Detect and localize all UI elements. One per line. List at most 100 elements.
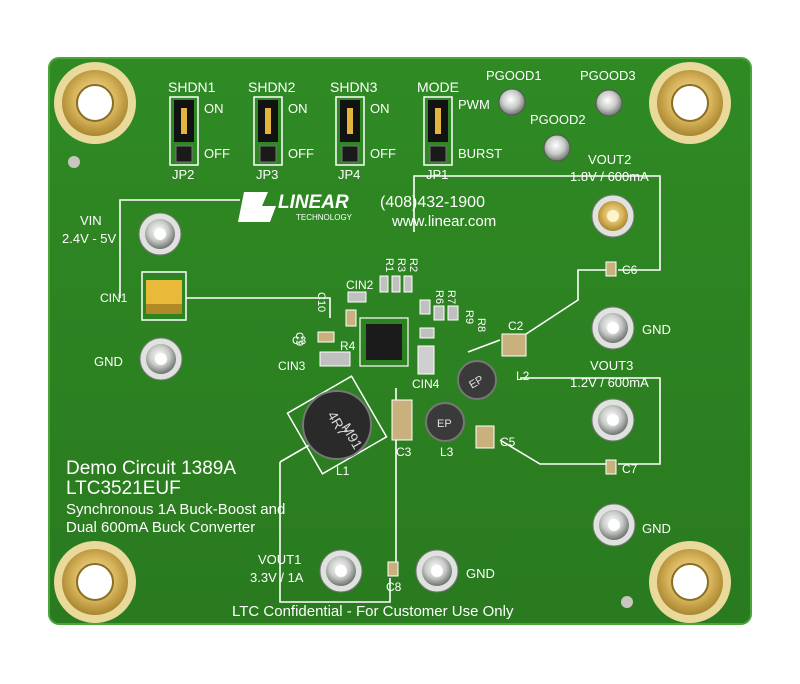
testpoint-pgood2[interactable]: PGOOD2	[530, 112, 586, 162]
terminal-gnd-r2[interactable]: GND	[592, 503, 671, 547]
desc-line2: LTC3521EUF	[66, 478, 181, 499]
footer-notice: LTC Confidential - For Customer Use Only	[232, 603, 514, 620]
desc-line4: Dual 600mA Buck Converter	[66, 519, 255, 536]
testpoint-label: PGOOD1	[486, 68, 542, 83]
refdes-cin3: CIN3	[278, 359, 306, 373]
refdes-r9: R9	[463, 310, 475, 324]
terminal-label: GND	[466, 566, 495, 581]
terminal-value: 3.3V / 1A	[250, 570, 304, 585]
fiducial-right	[621, 596, 633, 608]
jumper-on-label: ON	[288, 101, 308, 116]
terminal-vout2[interactable]: VOUT2 1.8V / 600mA	[570, 152, 649, 238]
refdes-r1: R1	[383, 258, 395, 272]
terminal-label: GND	[642, 322, 671, 337]
terminal-label: GND	[94, 354, 123, 369]
jumper-refdes: JP3	[256, 167, 278, 182]
desc-line1: Demo Circuit 1389A	[66, 458, 236, 479]
jumper-on-label: ON	[204, 101, 224, 116]
board-description: Demo Circuit 1389A LTC3521EUF Synchronou…	[66, 458, 285, 536]
terminal-vout1[interactable]: VOUT1 3.3V / 1A	[250, 549, 363, 593]
refdes-c8: C8	[386, 580, 402, 594]
l3-marking: EP	[437, 418, 452, 430]
inductor-l2: EP L2	[457, 360, 530, 400]
mount-hole-bottom-left	[54, 541, 136, 623]
refdes-r8: R8	[475, 318, 487, 332]
terminal-label: VIN	[80, 213, 102, 228]
terminal-vin[interactable]: VIN 2.4V - 5V	[62, 212, 182, 256]
refdes-c3-alt: C3	[292, 335, 306, 347]
mount-hole-bottom-right	[649, 541, 731, 623]
terminal-value: 1.8V / 600mA	[570, 169, 649, 184]
terminal-value: 1.2V / 600mA	[570, 375, 649, 390]
logo-brand: LINEAR	[278, 192, 349, 213]
ic-ltc3521	[359, 317, 409, 367]
jumper-jp1[interactable]: MODE PWM BURST JP1	[417, 79, 502, 182]
capacitor-cin1: CIN1	[100, 271, 187, 321]
jumper-refdes: JP1	[426, 167, 448, 182]
refdes-c3: C3	[396, 445, 412, 459]
refdes-c9: C9	[293, 332, 305, 346]
refdes-c6: C6	[622, 263, 638, 277]
jumper-on-label: ON	[370, 101, 390, 116]
jumper-name-mode: MODE	[417, 79, 459, 95]
passive-cluster: R1 R3 R2 CIN2 C10 C9 R4 CIN3 R6 R7 R9 R8…	[278, 258, 527, 459]
terminal-label: VOUT1	[258, 552, 301, 567]
terminal-gnd-left[interactable]: GND	[94, 337, 183, 381]
jumper-jp2[interactable]: SHDN1 ON OFF JP2	[168, 79, 230, 182]
jumper-off-label: OFF	[370, 146, 396, 161]
terminal-gnd-r1[interactable]: GND	[591, 306, 671, 350]
linear-logo: LINEAR TECHNOLOGY (408)432-1900 www.line…	[238, 192, 496, 230]
fiducial-left	[68, 156, 80, 168]
terminal-gnd-bottom[interactable]: GND	[415, 549, 495, 593]
cap-c6: C6	[605, 261, 638, 277]
terminal-value: 2.4V - 5V	[62, 231, 117, 246]
refdes-cin2: CIN2	[346, 278, 374, 292]
refdes-l3: L3	[440, 445, 454, 459]
refdes-c7: C7	[622, 462, 638, 476]
jumper-name-shdn1: SHDN1	[168, 79, 216, 95]
terminal-label: VOUT2	[588, 152, 631, 167]
jumper-refdes: JP4	[338, 167, 360, 182]
jumper-name-shdn2: SHDN2	[248, 79, 296, 95]
logo-url: www.linear.com	[391, 213, 496, 230]
testpoint-pgood3[interactable]: PGOOD3	[580, 68, 636, 117]
cap-c8: C8	[386, 561, 402, 594]
mount-hole-top-left	[54, 62, 136, 144]
desc-line3: Synchronous 1A Buck-Boost and	[66, 501, 285, 518]
refdes-r3: R3	[395, 258, 407, 272]
inductor-l3: EP L3	[425, 402, 465, 459]
lt-logo-icon	[238, 192, 276, 222]
refdes-r4: R4	[340, 339, 356, 353]
mount-hole-top-right	[649, 62, 731, 144]
testpoint-label: PGOOD3	[580, 68, 636, 83]
jumper-jp3[interactable]: SHDN2 ON OFF JP3	[248, 79, 314, 182]
terminal-label: GND	[642, 521, 671, 536]
terminal-label: VOUT3	[590, 358, 633, 373]
logo-phone: (408)432-1900	[380, 194, 485, 211]
jumper-name-shdn3: SHDN3	[330, 79, 378, 95]
refdes-l2: L2	[516, 369, 530, 383]
refdes-r7: R7	[445, 290, 457, 304]
refdes-r6: R6	[433, 290, 445, 304]
refdes-c5: C5	[500, 435, 516, 449]
jumper-refdes: JP2	[172, 167, 194, 182]
cap-c7: C7	[605, 459, 638, 476]
refdes-cin1: CIN1	[100, 291, 128, 305]
refdes-cin4: CIN4	[412, 377, 440, 391]
refdes-c10: C10	[315, 292, 327, 312]
terminal-vout3[interactable]: VOUT3 1.2V / 600mA	[570, 358, 649, 442]
jumper-jp4[interactable]: SHDN3 ON OFF JP4	[330, 79, 396, 182]
jumper-off-label: OFF	[204, 146, 230, 161]
testpoint-pgood1[interactable]: PGOOD1	[486, 68, 542, 116]
jumper-off-label: OFF	[288, 146, 314, 161]
logo-sub: TECHNOLOGY	[296, 213, 353, 222]
jumper-off-label: BURST	[458, 146, 502, 161]
refdes-c2: C2	[508, 319, 524, 333]
inductor-l1: 4R7 M91 L1	[286, 375, 388, 478]
refdes-l1: L1	[336, 464, 350, 478]
refdes-r2: R2	[407, 258, 419, 272]
testpoint-label: PGOOD2	[530, 112, 586, 127]
jumper-on-label: PWM	[458, 97, 490, 112]
